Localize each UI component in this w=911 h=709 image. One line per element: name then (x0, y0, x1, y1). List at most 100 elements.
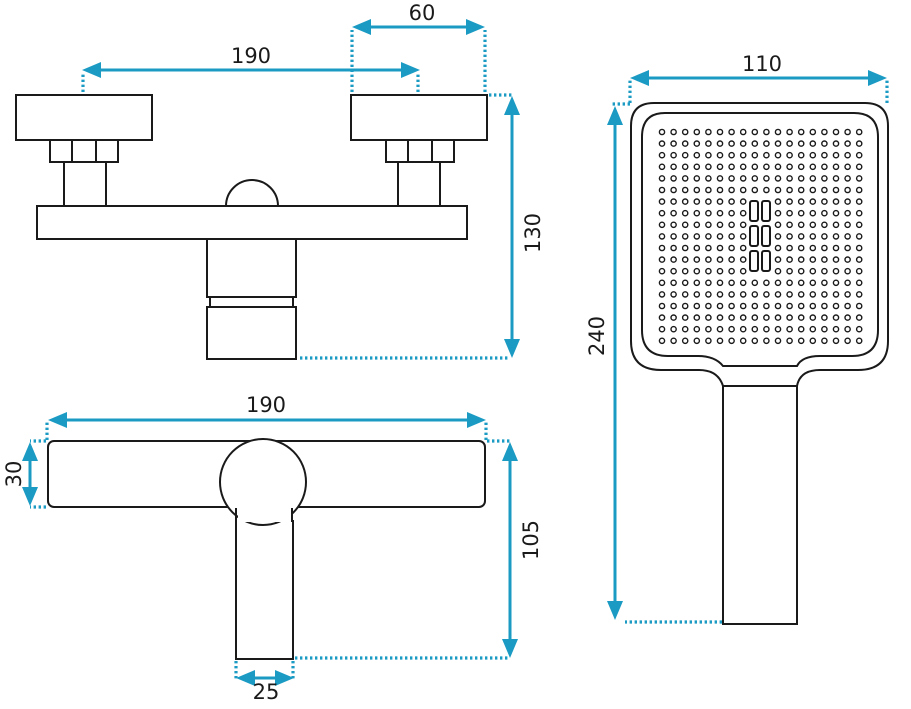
nozzle-dot (728, 325, 735, 333)
nozzle-dot (821, 233, 828, 240)
nozzle-dot (821, 163, 828, 171)
nozzle-dot (774, 256, 782, 263)
nozzle-dot (739, 302, 747, 310)
nozzle-dot (855, 314, 863, 321)
nozzle-dot (739, 151, 747, 159)
nozzle-dot (832, 256, 840, 263)
nozzle-dot (728, 128, 735, 136)
nozzle-dot (728, 267, 735, 275)
nozzle-dot (774, 175, 782, 182)
nozzle-dot (739, 163, 747, 171)
center-dome (224, 179, 280, 207)
nozzle-dot (693, 163, 701, 171)
nozzle-dot (658, 221, 666, 229)
nozzle-dot (728, 256, 735, 263)
nozzle-dot (844, 163, 851, 171)
spray-nozzles (658, 128, 863, 345)
nozzle-dot (739, 337, 747, 345)
nozzle-dot (751, 279, 759, 287)
nozzle-dot (821, 140, 828, 147)
nozzle-dot (751, 140, 759, 147)
nozzle-dot (716, 233, 724, 240)
nozzle-dot (821, 302, 828, 310)
nozzle-dot (821, 256, 828, 263)
right-handle-nut (385, 139, 455, 163)
nozzle-dot (809, 198, 817, 205)
nozzle-dot (670, 314, 677, 321)
nozzle-dot (705, 198, 712, 205)
nozzle-dot (855, 186, 863, 194)
outlet-connector (206, 306, 297, 360)
nozzle-dot (670, 267, 677, 275)
nozzle-dot (693, 128, 701, 136)
nozzle-dot (774, 221, 782, 229)
nozzle-dot (670, 244, 677, 252)
nozzle-dot (821, 325, 828, 333)
nozzle-dot (728, 186, 735, 194)
nozzle-dot (797, 140, 805, 147)
nozzle-dot (751, 302, 759, 310)
nozzle-dot (763, 291, 770, 298)
center-slots (749, 200, 771, 272)
nozzle-dot (809, 209, 817, 217)
nozzle-dot (739, 221, 747, 229)
nozzle-dot (832, 151, 840, 159)
nozzle-dot (832, 163, 840, 171)
nozzle-dot (844, 337, 851, 345)
nozzle-dot (670, 163, 677, 171)
dim-mixer-top-length: 105 (519, 520, 543, 560)
nozzle-dot (797, 256, 805, 263)
nozzle-dot (658, 233, 666, 240)
nozzle-dot (705, 256, 712, 263)
nozzle-dot (797, 209, 805, 217)
nozzle-dot (658, 291, 666, 298)
nozzle-dot (658, 256, 666, 263)
nozzle-dot (751, 163, 759, 171)
nozzle-dot (844, 186, 851, 194)
nozzle-dot (774, 314, 782, 321)
nozzle-dot (855, 325, 863, 333)
nozzle-dot (774, 233, 782, 240)
nozzle-dot (855, 302, 863, 310)
nozzle-dot (716, 209, 724, 217)
nozzle-dot (797, 337, 805, 345)
nozzle-dot (739, 140, 747, 147)
nozzle-dot (693, 140, 701, 147)
nozzle-dot (832, 325, 840, 333)
nozzle-dot (844, 140, 851, 147)
nozzle-dot (716, 325, 724, 333)
nozzle-dot (774, 279, 782, 287)
nozzle-dot (681, 279, 689, 287)
shower-head (630, 102, 889, 625)
nozzle-dot (763, 325, 770, 333)
nozzle-dot (751, 325, 759, 333)
nozzle-dot (786, 186, 793, 194)
nozzle-dot (728, 151, 735, 159)
nozzle-dot (786, 198, 793, 205)
nozzle-dot (844, 256, 851, 263)
nozzle-dot (705, 244, 712, 252)
nozzle-dot (809, 314, 817, 321)
nozzle-dot (832, 244, 840, 252)
dim-shower-head-width: 110 (742, 52, 782, 76)
nozzle-dot (751, 151, 759, 159)
nozzle-dot (739, 175, 747, 182)
dim-mixer-top-width: 190 (246, 393, 286, 417)
nozzle-dot (774, 198, 782, 205)
nozzle-dot (832, 267, 840, 275)
nozzle-dot (739, 279, 747, 287)
nozzle-dot (705, 325, 712, 333)
nozzle-dot (809, 151, 817, 159)
nozzle-dot (844, 302, 851, 310)
nozzle-dot (670, 325, 677, 333)
nozzle-dot (821, 279, 828, 287)
nozzle-dot (844, 279, 851, 287)
nozzle-dot (739, 256, 747, 263)
nozzle-dot (739, 198, 747, 205)
nozzle-dot (728, 279, 735, 287)
nozzle-dot (670, 151, 677, 159)
nozzle-dot (681, 256, 689, 263)
nozzle-dot (670, 279, 677, 287)
nozzle-dot (763, 279, 770, 287)
nozzle-dot (809, 163, 817, 171)
